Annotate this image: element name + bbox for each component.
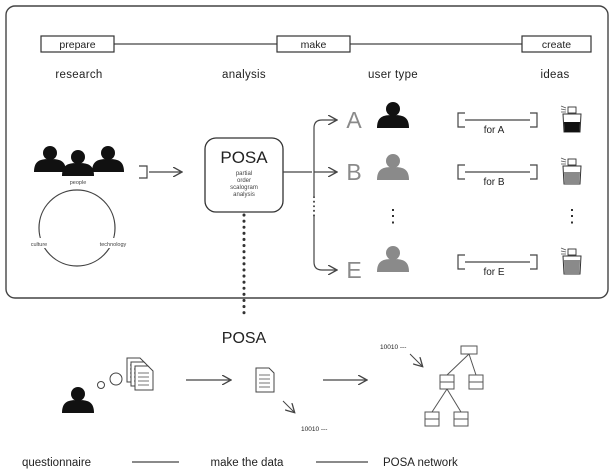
posa-box-title: POSA [220,148,268,167]
thought-bubble-small [97,381,105,389]
idea-cup-e-icon [560,247,582,275]
user-type-letter-a: A [346,107,362,133]
code-label-top: 10010 --- [380,344,406,351]
posa-network-icon [424,345,484,427]
posa-line-3: scalogram [230,185,258,191]
technology-label: technology [100,242,127,248]
link-bracket-a [457,112,538,128]
ellipsis-user: ⋮ [384,206,402,226]
posa-line-2: order [237,178,251,184]
posa-line-4: analysis [233,192,255,198]
user-type-letter-b: B [346,159,361,185]
code-to-network-arrow [409,353,422,366]
idea-cup-b-icon [560,157,582,185]
research-bracket [139,165,148,179]
user-a-icon [377,102,409,128]
posa-analysis-box [204,137,284,213]
stage-prepare: prepare [40,35,115,53]
label-research: research [55,69,102,81]
ellipsis-idea: ⋮ [563,206,581,226]
stage-create-label: create [542,39,571,51]
flow-make-the-data: make the data [211,457,284,469]
process-frame [5,5,609,299]
stage-create: create [521,35,592,53]
people-group-icon [34,146,124,176]
user-e-icon [377,246,409,272]
research-cycle [38,189,116,267]
stage-make-label: make [301,39,327,51]
user-type-letter-e: E [346,257,361,283]
link-bracket-b [457,164,538,180]
stage-prepare-label: prepare [59,39,95,51]
idea-cup-a-icon [560,105,582,133]
respondent-icon [62,387,94,413]
user-type-branches [283,120,336,270]
for-label-e: for E [483,267,504,278]
culture-label: culture [31,242,48,248]
label-analysis: analysis [222,69,266,81]
posa-bottom-title: POSA [222,330,267,347]
user-b-icon [377,154,409,180]
flow-questionnaire: questionnaire [22,457,91,469]
label-ideas: ideas [541,69,570,81]
code-label-bottom: 10010 --- [301,426,327,433]
for-label-a: for A [484,125,505,136]
questionnaire-docs-icon [126,357,154,391]
flow-posa-network: POSA network [383,457,458,469]
link-bracket-e [457,254,538,270]
stage-make: make [276,35,351,53]
posa-line-1: partial [236,171,252,177]
thought-bubble-large [109,372,123,386]
for-label-b: for B [483,177,504,188]
data-to-code-arrow [282,400,294,412]
label-user-type: user type [368,69,418,81]
data-doc-icon [255,367,275,393]
people-label: people [70,180,87,186]
